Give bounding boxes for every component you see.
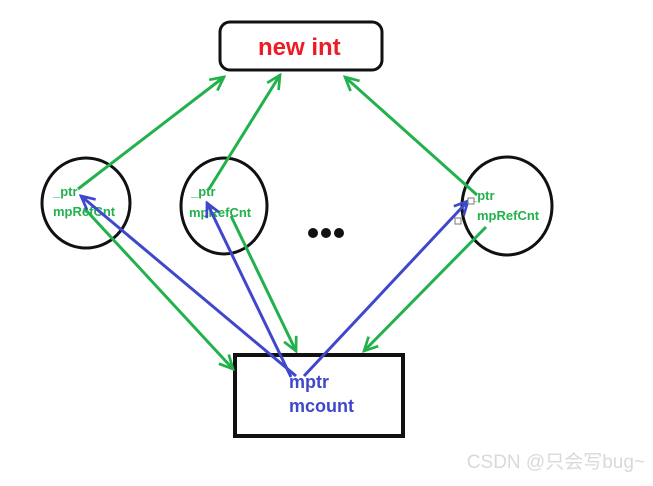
heap-object-label: new int [258, 34, 341, 61]
arrow-node1-to-control-block [82, 206, 233, 369]
selection-handle [467, 197, 475, 205]
selection-handle [454, 217, 462, 225]
heap-object-box [218, 20, 384, 72]
csdn-watermark: CSDN @只会写bug~ [467, 451, 645, 473]
control-block-mcount-label: mcount [289, 396, 354, 416]
shared-ptr-node-3 [460, 155, 554, 257]
node2-refcnt-label: mpRefCnt [189, 205, 252, 220]
arrow-mptr-to-node2 [207, 203, 293, 378]
arrow-node2-to-control-block [229, 215, 296, 351]
shared-ptr-node-2 [179, 156, 269, 256]
arrow-node3-to-control-block [364, 225, 488, 351]
shared-ptr-node-1 [40, 156, 132, 250]
control-block-mptr-label: mptr [289, 372, 329, 392]
ellipsis-dots [308, 228, 344, 238]
control-block-box [233, 353, 405, 438]
arrow-node3-to-heap [345, 77, 478, 197]
arrow-node2-to-heap [207, 75, 280, 190]
node1-refcnt-label: mpRefCnt [53, 204, 116, 219]
node3-refcnt-label: mpRefCnt [477, 208, 540, 223]
arrow-mptr-to-node3 [302, 201, 468, 378]
arrow-mptr-to-node1 [81, 196, 297, 378]
node1-ptr-label: _ptr [52, 184, 78, 199]
arrow-node1-to-heap [77, 77, 224, 191]
